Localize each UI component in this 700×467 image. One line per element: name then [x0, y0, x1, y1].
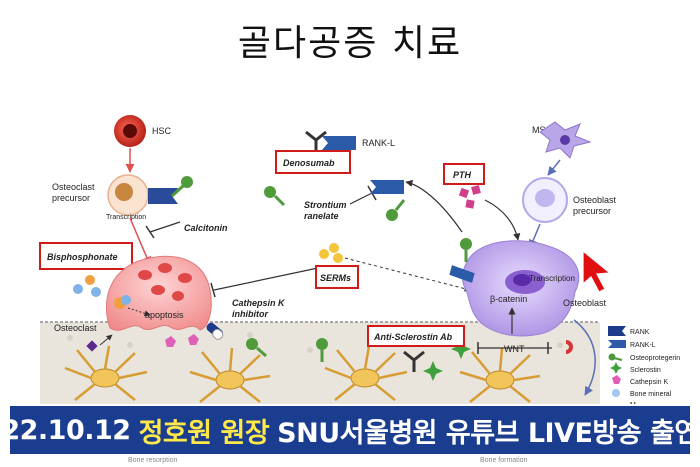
legend-opg-icon: [608, 353, 616, 361]
rankl-free-icon: [370, 180, 404, 194]
wnt-label: WNT: [504, 344, 525, 354]
transcription-left-label: Transcription: [106, 214, 146, 221]
legend-rankl-icon: [608, 340, 626, 348]
transcription-right-label: Transcription: [529, 274, 575, 283]
banner-person: 정호원 원장: [138, 417, 270, 449]
rankl-top-label: RANK-L: [362, 138, 395, 148]
legend: RANK RANK-L Osteoprotegerin Sclerostin C…: [608, 326, 680, 409]
pth-molecules: [458, 185, 481, 209]
legend-item-rankl: RANK-L: [630, 342, 656, 349]
banner-date: 22.10.12: [1, 414, 131, 446]
pth-label: PTH: [453, 170, 472, 180]
slide-title: 골다공증 치료: [237, 23, 463, 64]
legend-bone-mineral-icon: [612, 389, 620, 397]
cursor-arrow-icon: [582, 249, 612, 293]
osteoprotegerin-free-icon: [264, 186, 276, 198]
rankl-ligand-icon: [322, 136, 356, 150]
osteoblast-label: Osteoblast: [563, 298, 607, 308]
serms-molecules: [319, 243, 343, 263]
cathepsin-inhibitor-label-2: inhibitor: [232, 309, 268, 319]
osteoblast-precursor-label-1: Osteoblast: [573, 195, 617, 205]
bisphosphonate-box: [39, 242, 133, 270]
pth-box: [443, 163, 485, 185]
legend-item-sclerostin: Sclerostin: [630, 367, 661, 374]
bone-resorption-label: Bone resorption: [128, 457, 178, 464]
bone-formation-label: Bone formation: [480, 457, 528, 464]
apoptosis-label: apoptosis: [145, 310, 184, 320]
anti-sclerostin-box: [367, 325, 465, 347]
cathepsin-inhibitor-label-1: Cathepsin K: [232, 298, 286, 308]
sclerostin-icon: [451, 339, 471, 359]
legend-sclerostin-icon: [610, 362, 622, 374]
hsc-label: HSC: [152, 126, 172, 136]
bisphosphonate-molecules: [73, 275, 101, 297]
osteoprotegerin-icon-2: [460, 238, 472, 250]
osteoblast-precursor-label-2: precursor: [573, 206, 611, 216]
sclerostin-icon-2: [423, 361, 443, 381]
anti-sclerostin-antibody-icon: [403, 350, 425, 372]
calcitonin-label: Calcitonin: [184, 223, 228, 233]
denosumab-label: Denosumab: [283, 158, 335, 168]
bone-surface: [40, 321, 600, 412]
rank-on-osteoblast-icon: [449, 265, 475, 283]
cathepsin-k-icons: [165, 334, 199, 347]
strontium-label-1: Strontium: [304, 200, 347, 210]
beta-catenin-label: β-catenin: [490, 294, 527, 304]
bisphosphonate-label: Bisphosphonate: [47, 252, 118, 262]
osteoprotegerin-free-icon-2: [386, 209, 398, 221]
legend-item-rank: RANK: [630, 329, 650, 336]
osteoprotegerin-icon: [181, 176, 193, 188]
legend-item-cathepsin-k: Cathepsin K: [630, 379, 668, 386]
rank-receptor-icon: [148, 188, 178, 204]
legend-cathepsin-icon: [612, 375, 621, 384]
legend-rank-icon: [608, 326, 626, 336]
osteoclast-nuclei: [138, 263, 192, 301]
osteoclast-precursor-label-2: precursor: [52, 193, 90, 203]
osteoclast-label: Osteoclast: [54, 323, 97, 333]
wnt-receptor-icon: [566, 340, 573, 354]
legend-item-bone-mineral: Bone mineral: [630, 391, 672, 398]
legend-item-osteoprotegerin: Osteoprotegerin: [630, 355, 680, 362]
anti-sclerostin-label: Anti-Sclerostin Ab: [373, 332, 453, 342]
banner-text: SNU서울병원 유튜브 LIVE방송 출연: [277, 417, 699, 449]
osteocytes: [64, 345, 541, 403]
serms-label: SERMs: [320, 273, 351, 283]
osteoclast-precursor-label-1: Osteoclast: [52, 182, 95, 192]
antibody-icon: [305, 130, 327, 150]
denosumab-box: [275, 150, 351, 174]
serms-box: [315, 265, 359, 289]
broadcast-banner: 22.10.12 정호원 원장 SNU서울병원 유튜브 LIVE방송 출연: [1, 404, 699, 456]
strontium-label-2: ranelate: [304, 211, 339, 221]
cathepsin-inhibitor-icon: [206, 322, 224, 340]
